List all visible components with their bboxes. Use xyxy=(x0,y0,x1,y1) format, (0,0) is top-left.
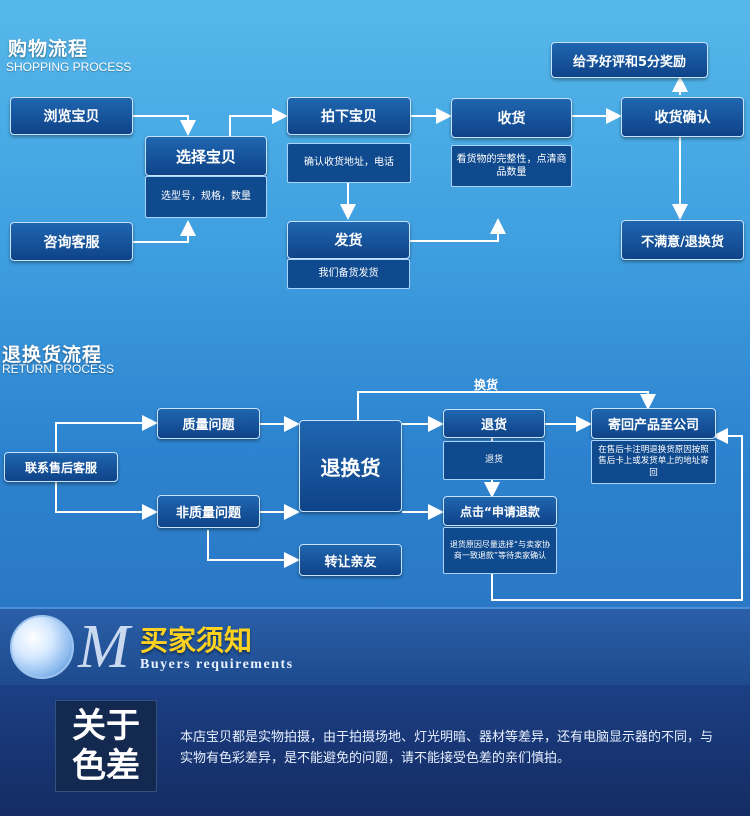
banner-subtitle: Buyers requirements xyxy=(140,657,294,673)
unsatisfied-step: 不满意/退换货 xyxy=(621,220,744,260)
send-back-step: 寄回产品至公司 xyxy=(591,408,716,439)
refund-step: 退货 xyxy=(443,409,545,438)
globe-icon xyxy=(10,615,74,679)
flow-connectors xyxy=(0,0,750,607)
send-back-note: 在售后卡注明退换货原因按照售后卡上或发货单上的地址寄回 xyxy=(591,440,716,484)
refund-note: 退货 xyxy=(443,441,545,480)
reward-step: 给予好评和5分奖励 xyxy=(551,42,708,78)
ship-note: 我们备货发货 xyxy=(287,259,410,289)
non-quality-issue-step: 非质量问题 xyxy=(157,495,260,528)
banner-title: 买家须知 xyxy=(140,619,252,659)
order-note: 确认收货地址，电话 xyxy=(287,143,411,183)
browse-step: 浏览宝贝 xyxy=(10,97,133,135)
receive-step: 收货 xyxy=(451,98,572,138)
order-step: 拍下宝贝 xyxy=(287,97,411,135)
confirm-step: 收货确认 xyxy=(621,97,744,137)
transfer-friend-step: 转让亲友 xyxy=(299,544,402,576)
banner-letter: M xyxy=(78,612,130,683)
select-note: 选型号，规格，数量 xyxy=(145,176,267,218)
ship-step: 发货 xyxy=(287,221,410,259)
consult-step: 咨询客服 xyxy=(10,222,133,261)
quality-issue-step: 质量问题 xyxy=(157,408,260,439)
apply-refund-note: 退货原因尽量选择“与卖家协商一致退款”等待卖家确认 xyxy=(443,527,557,574)
notice-text: 本店宝贝都是实物拍摄，由于拍摄场地、灯光明暗、器材等差异，还有电脑显示器的不同，… xyxy=(180,727,720,769)
color-difference-tag: 关于 色差 xyxy=(55,700,157,792)
receive-note: 看货物的完整性，点清商品数量 xyxy=(451,145,572,187)
contact-service-step: 联系售后客服 xyxy=(4,452,118,482)
exchange-label: 换货 xyxy=(474,376,498,393)
tag-line-1: 关于 xyxy=(72,706,140,746)
select-step: 选择宝贝 xyxy=(145,136,267,176)
apply-refund-step: 点击“申请退款 xyxy=(443,496,557,526)
tag-line-2: 色差 xyxy=(72,746,140,786)
return-exchange-center: 退换货 xyxy=(299,420,402,512)
